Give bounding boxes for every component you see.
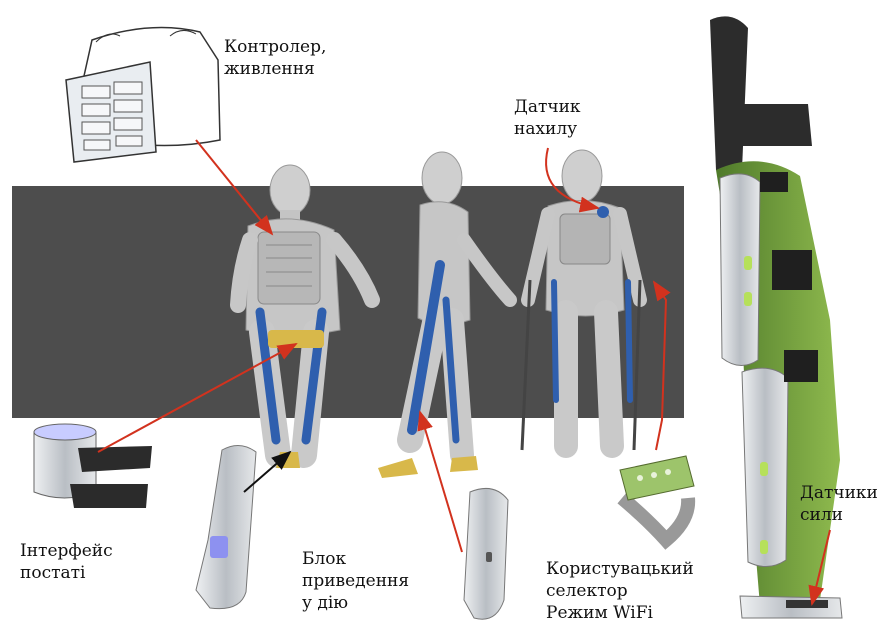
foot-plate-icon bbox=[196, 445, 256, 608]
exoskeleton-icon bbox=[710, 16, 842, 618]
wrist-selector-icon bbox=[620, 456, 694, 540]
label-controller: Контролер, живлення bbox=[224, 36, 326, 80]
label-tilt-sensor: Датчик нахилу bbox=[514, 96, 581, 140]
cuff-icon bbox=[34, 424, 152, 508]
actuator-icon bbox=[464, 488, 508, 619]
label-selector: Користувацький селектор Режим WiFi bbox=[546, 558, 694, 624]
label-interface: Інтерфейс постаті bbox=[20, 540, 113, 584]
label-actuator: Блок приведення у дію bbox=[302, 548, 409, 614]
label-force-sensors: Датчики сили bbox=[800, 482, 878, 526]
